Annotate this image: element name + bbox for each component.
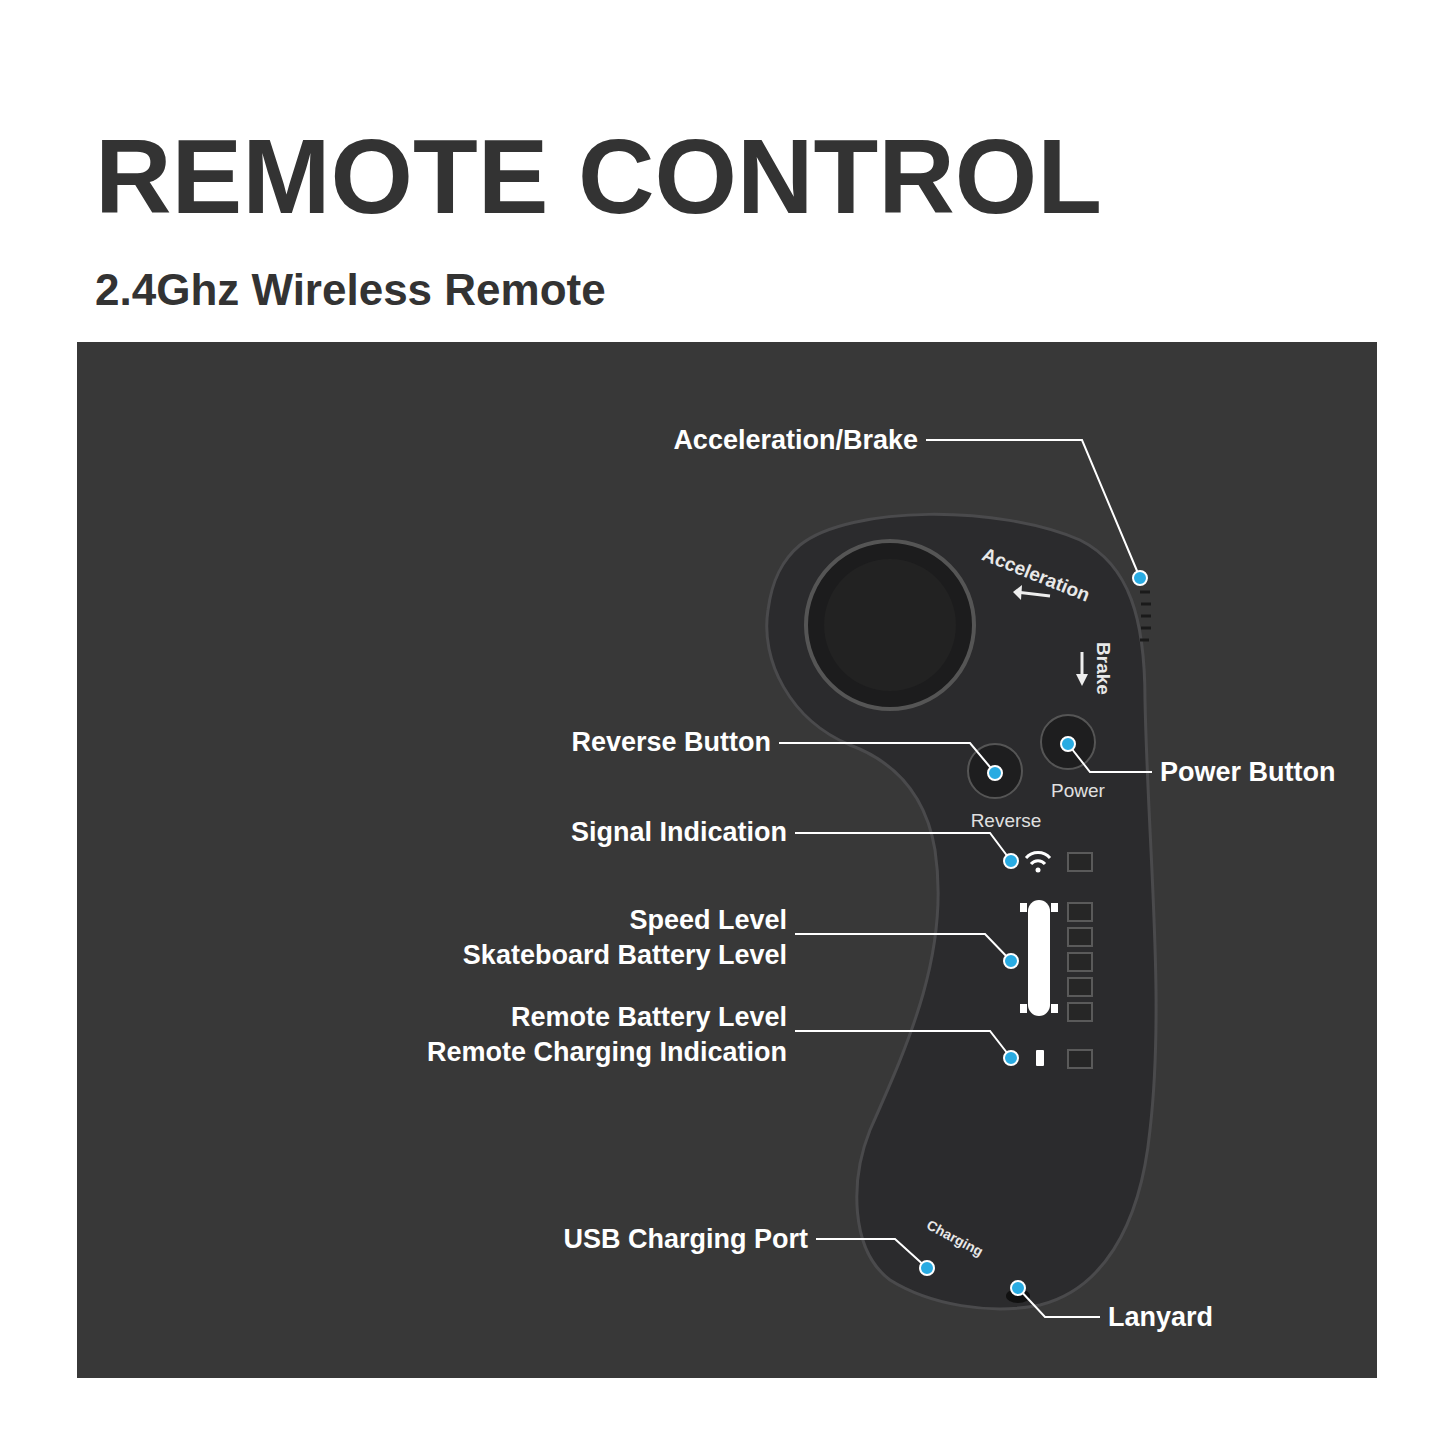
wifi-dot: [1036, 868, 1041, 873]
subtitle: 2.4Ghz Wireless Remote: [95, 268, 606, 312]
led: [1068, 1050, 1092, 1068]
callout-dot: [1004, 854, 1018, 868]
part-label: Skateboard Battery Level: [463, 942, 787, 969]
acceleration-arrow-head: [1013, 585, 1022, 600]
wifi-arc: [1026, 853, 1050, 858]
leader-line: [1068, 744, 1152, 772]
part-label: Remote Charging Indication: [427, 1039, 787, 1066]
led: [1068, 928, 1092, 946]
part-label: USB Charging Port: [563, 1226, 808, 1253]
leader-line: [795, 1031, 1011, 1058]
callout-dot: [988, 766, 1002, 780]
wheel-ridges: [1138, 580, 1151, 640]
leader-line: [1018, 1288, 1100, 1317]
callout-dot: [1004, 954, 1018, 968]
reverse-button: [968, 744, 1022, 798]
part-label: Speed Level: [629, 907, 787, 934]
led: [1068, 853, 1092, 871]
skateboard-icon: [1020, 900, 1058, 1016]
device-marking: Brake: [1094, 642, 1113, 695]
led: [1068, 903, 1092, 921]
part-label: Lanyard: [1108, 1304, 1213, 1331]
wheel: [1020, 903, 1027, 912]
leader-line: [926, 440, 1140, 578]
brake-arrow-head: [1076, 674, 1088, 686]
part-label: Acceleration/Brake: [673, 427, 918, 454]
leader-line: [795, 934, 1011, 961]
power-button: [1041, 715, 1095, 769]
led-indicators: [1068, 853, 1092, 1068]
dark-panel: [77, 342, 1377, 1378]
leader-line: [816, 1239, 927, 1268]
led: [1068, 1003, 1092, 1021]
part-label: Reverse Button: [571, 729, 771, 756]
scroll-wheel: [1138, 580, 1151, 640]
callout-dot: [1011, 1281, 1025, 1295]
leader-line: [795, 833, 1011, 861]
wifi-arc: [1031, 861, 1045, 864]
deck: [1028, 900, 1050, 1016]
callout-dot: [1133, 571, 1147, 585]
wifi-icon: [1026, 853, 1050, 864]
remote-housing: [767, 514, 1156, 1308]
part-label: Power Button: [1160, 759, 1336, 786]
remote-body: [767, 514, 1156, 1308]
leader-lines: [779, 440, 1152, 1317]
callout-dots: [920, 571, 1147, 1295]
part-label: Signal Indication: [571, 819, 787, 846]
page-title: REMOTE CONTROL: [95, 123, 1102, 229]
thumb-hole-inner: [824, 559, 956, 691]
led: [1068, 953, 1092, 971]
leader-line: [779, 743, 995, 773]
callout-dot: [920, 1261, 934, 1275]
device-marking: Power: [1051, 781, 1105, 800]
wheel: [1051, 1004, 1058, 1013]
wheel: [1020, 1004, 1027, 1013]
callout-dot: [1061, 737, 1075, 751]
thumb-hole: [806, 541, 974, 709]
led: [1068, 978, 1092, 996]
wheel: [1051, 903, 1058, 912]
battery-icon: [1036, 1050, 1044, 1066]
part-label: Remote Battery Level: [511, 1004, 787, 1031]
device-marking: Reverse: [971, 811, 1042, 830]
callout-dot: [1004, 1051, 1018, 1065]
